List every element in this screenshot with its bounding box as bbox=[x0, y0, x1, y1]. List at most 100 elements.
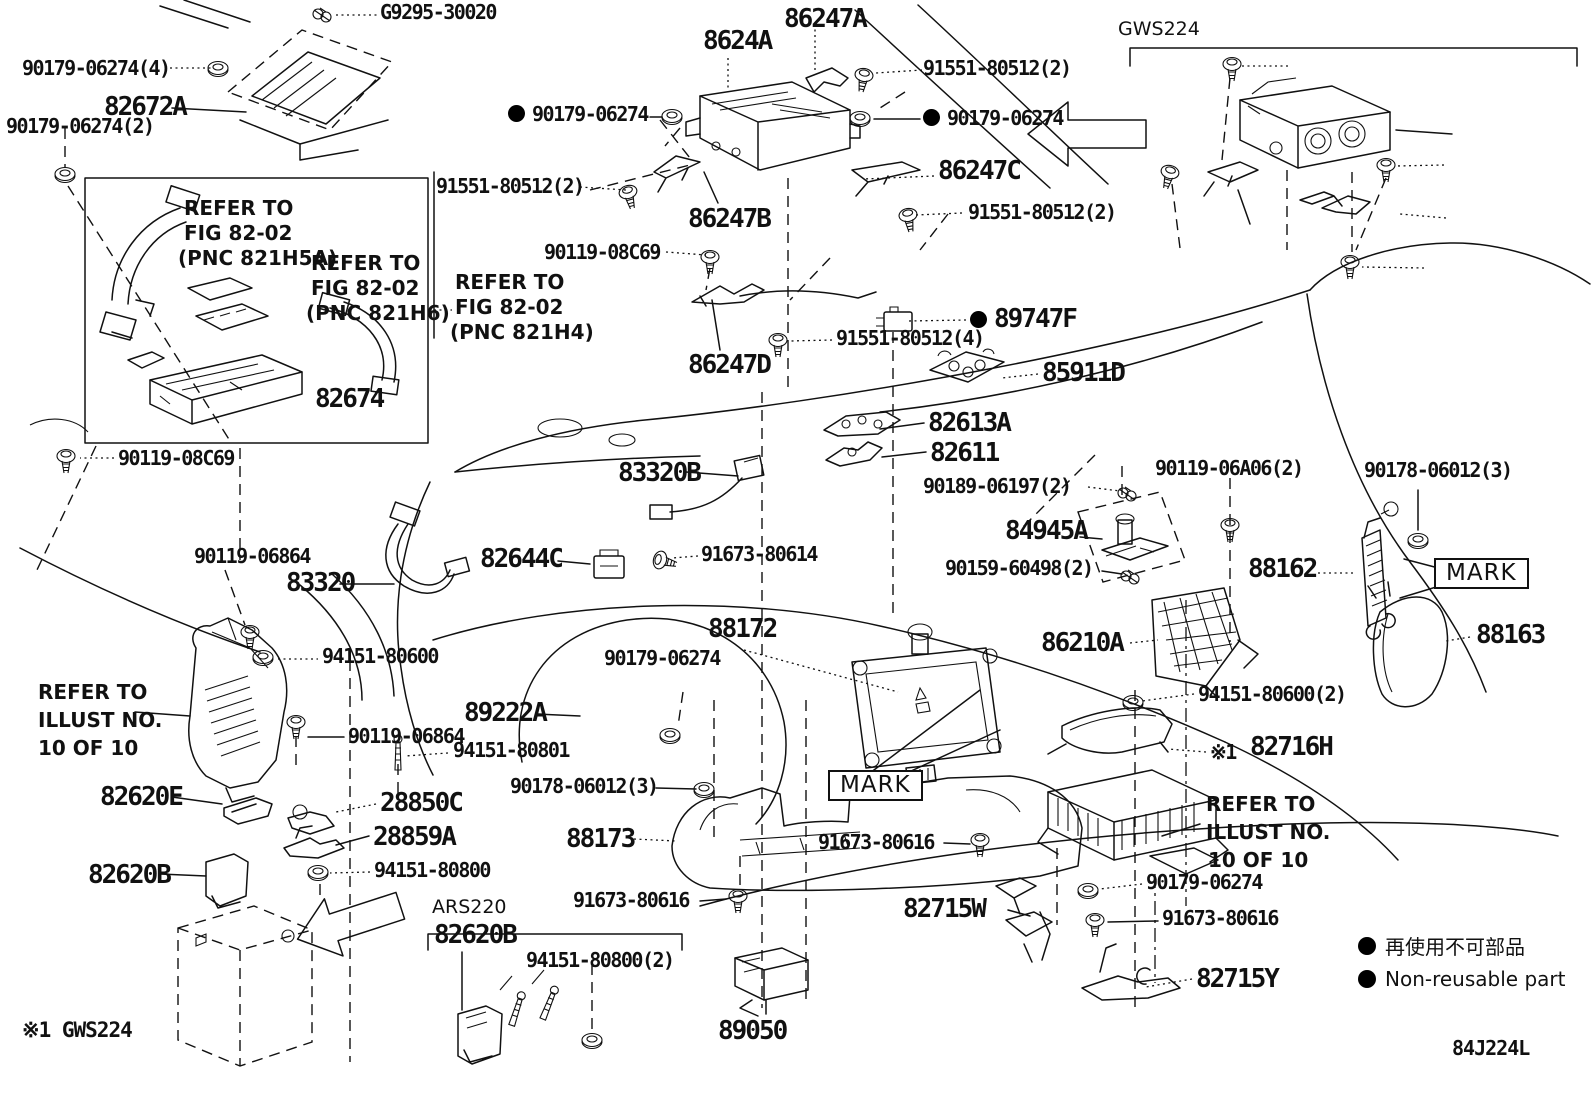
part-number: 94151-80800(2) bbox=[526, 948, 675, 972]
part-number: 82620B bbox=[434, 920, 518, 950]
part-number: FIG 82-02 bbox=[455, 295, 564, 319]
part-number: 82672A bbox=[104, 92, 188, 122]
bracket-86247b-right-drawing bbox=[1203, 161, 1259, 197]
part-number: G9295-30020 bbox=[380, 0, 497, 24]
part-number: 82674 bbox=[315, 384, 385, 414]
part-label: 91551-80512(2) bbox=[923, 58, 1072, 79]
part-number: 90179-06274 bbox=[532, 102, 649, 126]
part-label: 88162 bbox=[1248, 555, 1318, 583]
part-number: 91551-80512(2) bbox=[436, 174, 585, 198]
part-number: 90159-60498(2) bbox=[945, 556, 1094, 580]
drawing-code: 84J224L bbox=[1452, 1036, 1530, 1060]
part-label: 88163 bbox=[1476, 621, 1546, 649]
part-label: 90159-60498(2) bbox=[945, 556, 1094, 580]
non-reusable-dot bbox=[1358, 936, 1376, 955]
part-number: 86210A bbox=[1041, 628, 1125, 658]
part-label: 91551-80512(2) bbox=[436, 174, 585, 198]
part-label: ILLUST NO. bbox=[1206, 822, 1330, 843]
part-label: REFER TO bbox=[1206, 794, 1315, 815]
part-number: 90119-08C69 bbox=[544, 240, 661, 264]
part-number: 94151-80600 bbox=[322, 644, 439, 668]
connector-82644c-drawing bbox=[593, 549, 625, 579]
part-label: 90178-06012(3) bbox=[510, 774, 659, 798]
part-label: MARK bbox=[1434, 558, 1529, 590]
part-number: 91551-80512(4) bbox=[836, 326, 985, 350]
bracket-86247d-drawing bbox=[691, 283, 877, 307]
non-reusable-dot bbox=[508, 105, 525, 122]
part-label: 86247D bbox=[688, 351, 772, 379]
part-label: 82620B bbox=[88, 861, 172, 889]
part-label: 94151-80800 bbox=[374, 858, 491, 882]
part-label: REFER TO bbox=[38, 682, 147, 703]
part-label: 90179-06274(4) bbox=[22, 58, 171, 79]
sensor-88172-drawing bbox=[851, 623, 1002, 785]
part-number: MARK bbox=[1446, 560, 1517, 586]
part-number: (PNC 821H6) bbox=[306, 301, 450, 325]
part-number: 90178-06012(3) bbox=[510, 774, 659, 798]
clamp-28859a-drawing bbox=[283, 825, 345, 859]
part-number: REFER TO bbox=[184, 196, 294, 220]
footnote: ※1 GWS224 bbox=[22, 1018, 133, 1042]
part-number: 89747F bbox=[994, 304, 1078, 334]
rail-82716h-drawing bbox=[1047, 707, 1173, 755]
part-number: 94151-80801 bbox=[453, 738, 570, 762]
part-number: 82611 bbox=[930, 438, 1000, 468]
part-number: 84945A bbox=[1005, 516, 1089, 546]
part-label: 91673-80616 bbox=[818, 832, 935, 853]
part-label: REFER TO bbox=[184, 198, 293, 219]
bracket-88173-drawing bbox=[671, 775, 1083, 892]
legend-item: 再使用不可部品 bbox=[1358, 931, 1565, 960]
part-number: 86247A bbox=[784, 4, 868, 34]
part-number: 88172 bbox=[708, 614, 778, 644]
part-number: ※1 bbox=[1210, 740, 1237, 764]
non-reusable-dot bbox=[1358, 970, 1376, 988]
sensor-84945a-drawing bbox=[1101, 513, 1169, 561]
part-label: 84945A bbox=[1005, 516, 1089, 546]
part-number: 85911D bbox=[1042, 358, 1126, 388]
part-label: 85911D bbox=[1042, 358, 1126, 388]
part-label: 28850C bbox=[380, 789, 464, 817]
part-number: 90178-06012(3) bbox=[1364, 458, 1513, 482]
part-label: 90119-06864 bbox=[348, 724, 465, 748]
part-label: 94151-80801 bbox=[453, 738, 570, 762]
non-reusable-dot bbox=[923, 109, 940, 126]
part-label: ※1 bbox=[1210, 740, 1237, 764]
part-number: 89222A bbox=[464, 698, 548, 728]
gws224-bracket bbox=[1129, 47, 1578, 67]
connector-89747f-drawing bbox=[876, 306, 913, 332]
switch-82611-drawing bbox=[825, 441, 883, 467]
part-label: 89050 bbox=[718, 1017, 788, 1045]
blower-unit-drawing bbox=[188, 617, 288, 803]
part-label: 82644C bbox=[480, 545, 564, 573]
part-label: 90179-06274(2) bbox=[6, 116, 155, 137]
part-label: 90178-06012(3) bbox=[1364, 458, 1513, 482]
part-number: 91673-80616 bbox=[573, 888, 690, 912]
part-number: 90119-06864 bbox=[348, 724, 465, 748]
part-number: REFER TO bbox=[38, 680, 148, 704]
battery-drawing bbox=[177, 905, 313, 1067]
part-number: 90119-06864 bbox=[194, 544, 311, 568]
part-label: 82613A bbox=[928, 409, 1012, 437]
part-number: 8624A bbox=[703, 26, 773, 56]
part-label: 89747F bbox=[970, 304, 1078, 334]
part-label: 10 OF 10 bbox=[38, 738, 138, 759]
part-number: ARS220 bbox=[432, 896, 507, 918]
part-label: G9295-30020 bbox=[380, 0, 497, 24]
part-number: 90119-08C69 bbox=[118, 446, 235, 470]
part-number: 28859A bbox=[373, 822, 457, 852]
switch-82613a-drawing bbox=[823, 411, 901, 437]
part-number: 82715W bbox=[903, 894, 987, 924]
bracket-86247a-drawing bbox=[805, 67, 849, 93]
part-label: 86210A bbox=[1041, 628, 1125, 658]
bracket-86247c-drawing bbox=[851, 161, 921, 197]
part-number: 91551-80512(2) bbox=[968, 200, 1117, 224]
part-label: FIG 82-02 bbox=[184, 223, 292, 244]
part-number: 94151-80800 bbox=[374, 858, 491, 882]
part-label: REFER TO bbox=[455, 272, 564, 293]
car-body-outline bbox=[19, 0, 1591, 907]
part-label: 90179-06274 bbox=[923, 108, 1064, 129]
part-label: 86247B bbox=[688, 205, 772, 233]
relay-box-inset-drawing bbox=[84, 177, 429, 444]
part-label: 91551-80512(4) bbox=[836, 326, 985, 350]
